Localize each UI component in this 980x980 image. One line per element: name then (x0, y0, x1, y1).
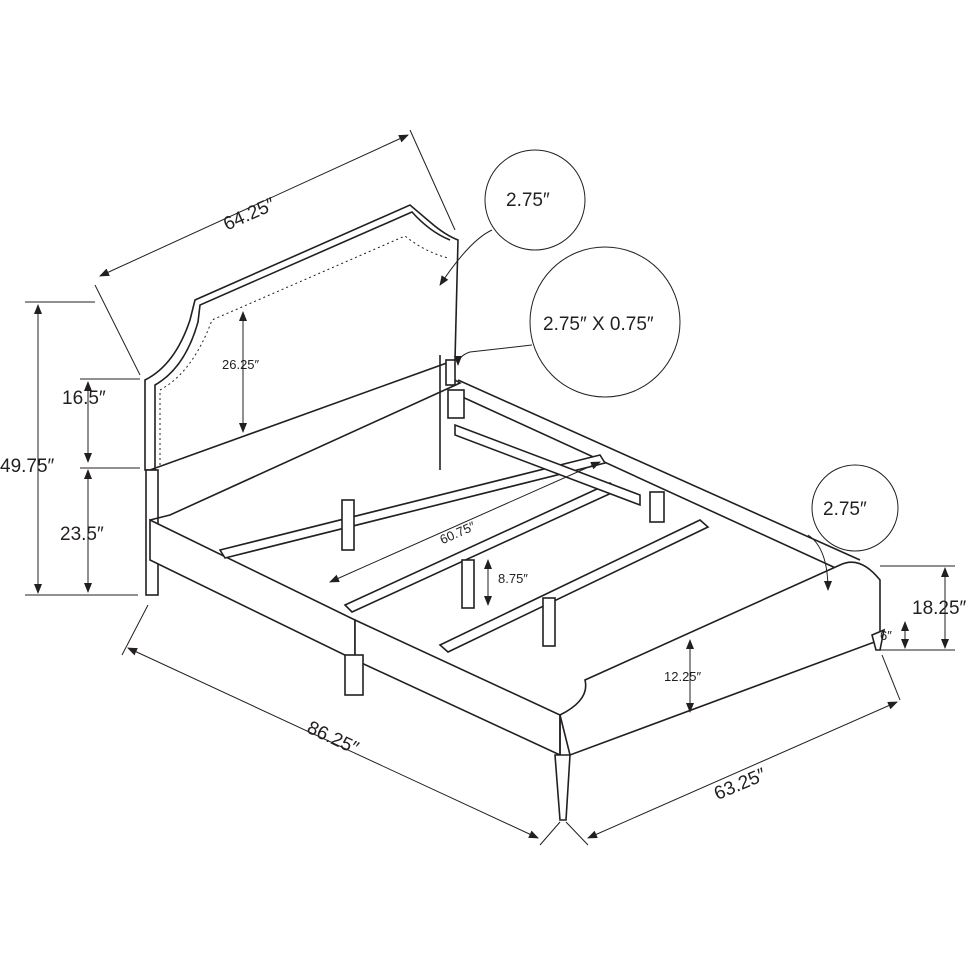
label-leg-height: 6″ (880, 628, 892, 643)
label-headboard-width: 64.25″ (220, 194, 278, 235)
label-headboard-lower: 23.5″ (60, 524, 104, 545)
label-footboard-thickness: 2.75″ (823, 499, 867, 520)
label-total-height: 49.75″ (0, 456, 55, 477)
label-total-length: 86.25″ (304, 717, 362, 759)
label-footboard-height: 18.25″ (912, 598, 967, 619)
callout-circle-footboard (811, 464, 899, 552)
label-rail-height: 12.25″ (664, 669, 702, 684)
label-headboard-upper: 16.5″ (62, 388, 106, 409)
bed-frame (149, 379, 886, 821)
label-post-section: 2.75″ X 0.75″ (543, 314, 654, 335)
dimension-lines (25, 129, 955, 846)
label-headboard-panel-height: 26.25″ (222, 357, 260, 372)
callout-circle-headboard (484, 149, 586, 251)
label-slat-clearance: 8.75″ (498, 571, 528, 586)
label-inner-width: 60.75″ (437, 518, 477, 547)
callout-circle-post (529, 246, 681, 398)
label-total-width: 63.25″ (711, 764, 769, 805)
label-headboard-thickness: 2.75″ (506, 190, 550, 211)
